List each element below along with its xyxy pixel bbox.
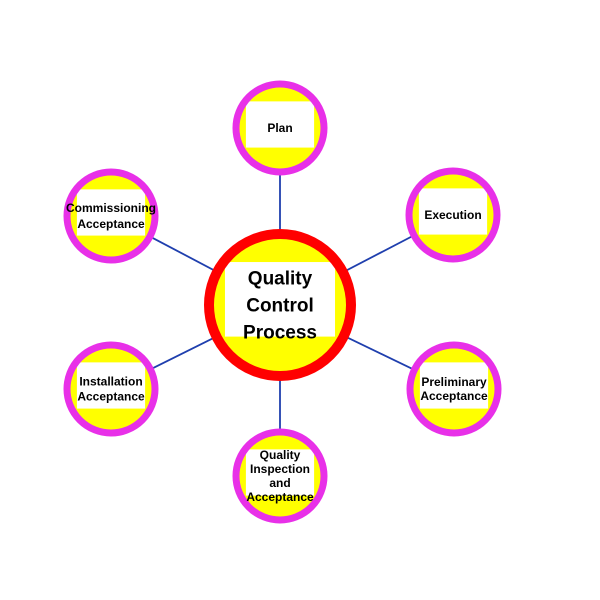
center-ring bbox=[204, 229, 356, 381]
node-plan-label-line: Plan bbox=[267, 121, 292, 135]
center-label-line: Process bbox=[243, 323, 317, 344]
center-label-line: Quality bbox=[248, 269, 313, 290]
node-commissioning-acceptance-label-line: Commissioning bbox=[66, 201, 156, 215]
node-quality-inspection-and-acceptance-fill-core bbox=[245, 449, 315, 496]
node-quality-inspection-and-acceptance-ring bbox=[232, 428, 328, 524]
node-plan-fill-core bbox=[245, 101, 315, 148]
node-quality-inspection-and-acceptance-label-line: Inspection bbox=[250, 462, 310, 476]
node-plan-fill bbox=[236, 84, 324, 172]
node-quality-inspection-and-acceptance-fill bbox=[236, 432, 324, 520]
node-quality-inspection-and-acceptance-label-line: and bbox=[269, 476, 290, 490]
nodes: PlanExecutionPreliminaryAcceptanceQualit… bbox=[63, 80, 502, 524]
node-preliminary-acceptance-fill-core bbox=[419, 362, 489, 409]
node-installation-acceptance-label-line: Installation bbox=[79, 375, 142, 389]
node-execution: Execution bbox=[405, 167, 501, 263]
node-execution-fill-core bbox=[418, 188, 488, 235]
center-fill bbox=[209, 234, 351, 376]
node-commissioning-acceptance-ring bbox=[63, 168, 159, 264]
node-preliminary-acceptance-label-line: Acceptance bbox=[420, 389, 488, 403]
node-plan-ring bbox=[232, 80, 328, 176]
node-preliminary-acceptance-ring bbox=[406, 341, 502, 437]
node-installation-acceptance-ring bbox=[63, 341, 159, 437]
node-quality-inspection-and-acceptance-label-line: Quality bbox=[260, 448, 301, 462]
node-installation-acceptance-fill-core bbox=[76, 362, 146, 409]
node-commissioning-acceptance-label-line: Acceptance bbox=[77, 217, 145, 231]
node-preliminary-acceptance-fill bbox=[410, 345, 498, 433]
center-fill-core bbox=[224, 262, 336, 337]
node-installation-acceptance-fill bbox=[67, 345, 155, 433]
node-plan: Plan bbox=[232, 80, 328, 176]
node-execution-fill bbox=[409, 171, 497, 259]
node-preliminary-acceptance-label-line: Preliminary bbox=[421, 375, 487, 389]
node-quality-inspection-and-acceptance-label-line: Acceptance bbox=[246, 490, 314, 504]
node-commissioning-acceptance-fill-core bbox=[76, 189, 146, 236]
node-commissioning-acceptance-fill bbox=[67, 172, 155, 260]
node-execution-label-line: Execution bbox=[424, 208, 481, 222]
node-installation-acceptance-label-line: Acceptance bbox=[77, 390, 145, 404]
node-execution-ring bbox=[405, 167, 501, 263]
center-label-line: Control bbox=[246, 296, 314, 317]
